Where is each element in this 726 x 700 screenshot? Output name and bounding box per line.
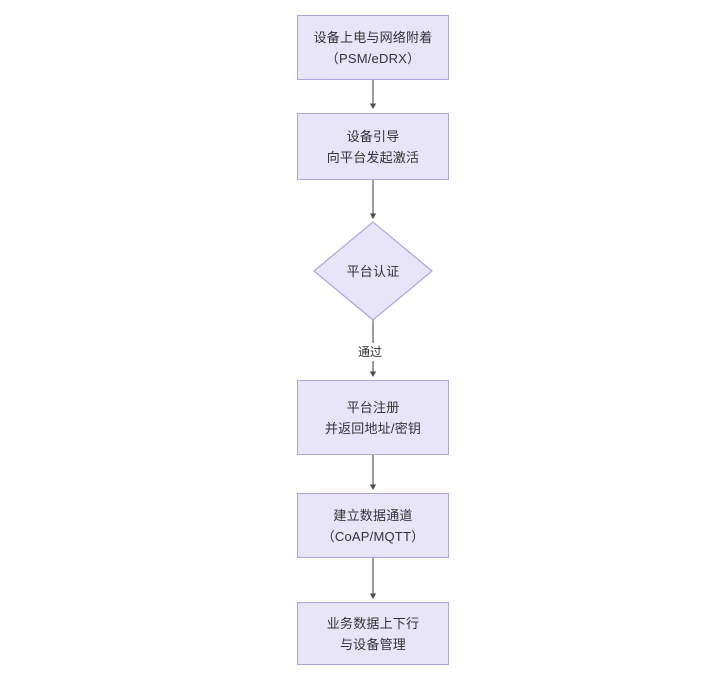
node-label-line2: 与设备管理	[339, 636, 406, 652]
node-label-line2: （PSM/eDRX）	[325, 50, 421, 66]
node-label-line2: （CoAP/MQTT）	[321, 528, 425, 544]
node-label-line1: 设备引导	[346, 128, 400, 144]
node-device-power-on[interactable]: 设备上电与网络附着 （PSM/eDRX）	[297, 15, 449, 80]
node-label-line2: 向平台发起激活	[326, 149, 420, 165]
node-label-line1: 建立数据通道	[333, 507, 413, 523]
node-device-bootstrap[interactable]: 设备引导 向平台发起激活	[297, 113, 449, 180]
node-platform-registration[interactable]: 平台注册 并返回地址/密钥	[297, 380, 449, 455]
diamond-shape	[313, 221, 433, 321]
edge-label-pass: 通过	[355, 343, 386, 361]
node-label-line1: 设备上电与网络附着	[313, 29, 433, 45]
node-establish-data-channel[interactable]: 建立数据通道 （CoAP/MQTT）	[297, 493, 449, 558]
node-label-line1: 业务数据上下行	[326, 615, 420, 631]
node-label-line1: 平台注册	[346, 399, 400, 415]
node-platform-authentication[interactable]: 平台认证	[313, 221, 433, 321]
node-label-line1: 平台认证	[346, 263, 400, 279]
node-label-line2: 并返回地址/密钥	[324, 420, 422, 436]
node-business-data-and-management[interactable]: 业务数据上下行 与设备管理	[297, 602, 449, 665]
